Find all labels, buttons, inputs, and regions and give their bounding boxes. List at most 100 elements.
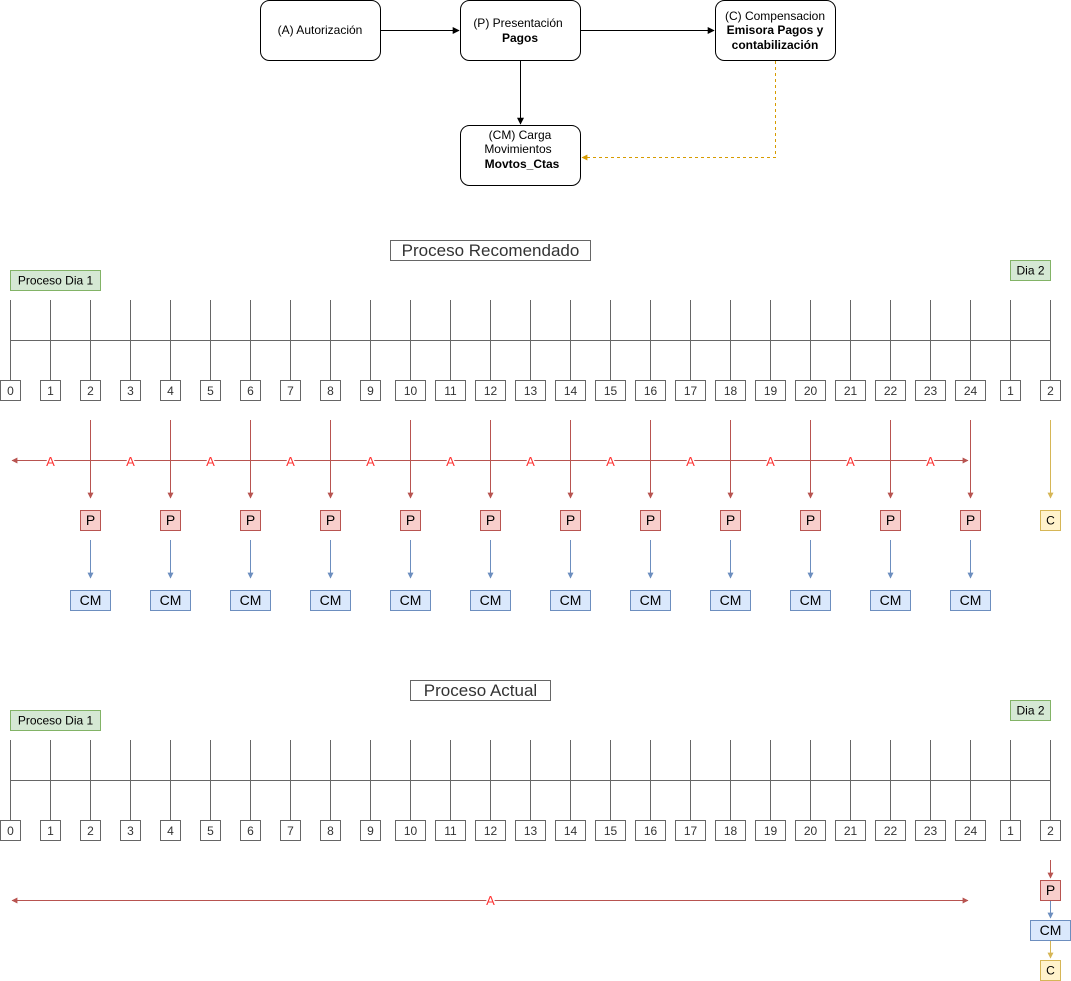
recomendado-hour-label: 7	[287, 384, 294, 398]
recomendado-hour-box	[80, 380, 101, 401]
recomendado-hour-box	[595, 380, 626, 401]
recomendado-hour-label: 6	[247, 384, 254, 398]
recomendado-p-label: P	[886, 512, 895, 528]
recomendado-hour-label: 20	[804, 384, 818, 398]
recomendado-cm-box	[790, 590, 831, 611]
recomendado-cm-label: CM	[960, 592, 982, 608]
autorizacion-box	[260, 0, 381, 61]
recomendado-title: Proceso Recomendado	[402, 241, 580, 260]
actual-hour-box	[320, 820, 341, 841]
recomendado-p-box	[640, 510, 661, 531]
presentacion-label: (P) Presentación	[473, 16, 562, 30]
recomendado-hour-label: 24	[964, 384, 978, 398]
recomendado-hour-label: 12	[484, 384, 498, 398]
recomendado-p-box	[560, 510, 581, 531]
recomendado-cm-label: CM	[640, 592, 662, 608]
recomendado-hour-label: 8	[327, 384, 334, 398]
recomendado-hour-label: 0	[7, 384, 14, 398]
actual-hour-box	[80, 820, 101, 841]
recomendado-p-box	[960, 510, 981, 531]
recomendado-cm-box	[150, 590, 191, 611]
recomendado-autorizacion-label: A	[446, 454, 455, 469]
recomendado-hour-box	[395, 380, 426, 401]
actual-hour-label: 5	[207, 824, 214, 838]
recomendado-cm-box	[950, 590, 991, 611]
recomendado-autorizacion-label: A	[46, 454, 55, 469]
recomendado-p-box	[160, 510, 181, 531]
actual-hour-box	[675, 820, 706, 841]
recomendado-hour-box	[120, 380, 141, 401]
presentacion-sublabel: Pagos	[502, 31, 538, 45]
recomendado-p-label: P	[246, 512, 255, 528]
recomendado-p-box	[240, 510, 261, 531]
recomendado-hour-label: 19	[764, 384, 778, 398]
recomendado-cm-box	[390, 590, 431, 611]
actual-hour-label: 14	[564, 824, 578, 838]
actual-hour-label: 2	[1047, 824, 1054, 838]
recomendado-hour-box	[715, 380, 746, 401]
recomendado-cm-label: CM	[160, 592, 182, 608]
recomendado-hour-label: 18	[724, 384, 738, 398]
actual-hour-label: 20	[804, 824, 818, 838]
recomendado-autorizacion-label: A	[206, 454, 215, 469]
recomendado-cm-label: CM	[80, 592, 102, 608]
recomendado-hour-box	[795, 380, 826, 401]
recomendado-cm-box	[710, 590, 751, 611]
recomendado-day2-label: Dia 2	[1016, 264, 1044, 278]
recomendado-hour-box	[160, 380, 181, 401]
recomendado-hour-box	[515, 380, 546, 401]
recomendado-hour-label: 4	[167, 384, 174, 398]
recomendado-hour-label: 1	[1007, 384, 1014, 398]
recomendado-p-label: P	[806, 512, 815, 528]
compensacion-box	[715, 0, 836, 61]
compensacion-sublabel-2: contabilización	[732, 38, 819, 52]
recomendado-hour-box	[675, 380, 706, 401]
recomendado-hour-box	[1040, 380, 1061, 401]
recomendado-p-label: P	[726, 512, 735, 528]
actual-hour-box	[40, 820, 61, 841]
recomendado-hour-box	[915, 380, 946, 401]
actual-p-box	[1040, 880, 1061, 901]
recomendado-cm-label: CM	[880, 592, 902, 608]
actual-hour-label: 1	[1007, 824, 1014, 838]
recomendado-hour-label: 11	[444, 384, 457, 398]
actual-day1-badge	[10, 710, 101, 731]
actual-hour-label: 16	[644, 824, 658, 838]
recomendado-cm-label: CM	[560, 592, 582, 608]
recomendado-cm-box	[470, 590, 511, 611]
recomendado-hour-label: 3	[127, 384, 134, 398]
recomendado-day2-badge	[1010, 260, 1051, 281]
recomendado-hour-box	[0, 380, 21, 401]
actual-hour-label: 3	[127, 824, 134, 838]
recomendado-hour-label: 9	[367, 384, 374, 398]
actual-hour-label: 9	[367, 824, 374, 838]
recomendado-autorizacion-label: A	[526, 454, 535, 469]
recomendado-hour-box	[755, 380, 786, 401]
recomendado-p-box	[80, 510, 101, 531]
actual-hour-box	[1040, 820, 1061, 841]
recomendado-autorizacion-label: A	[606, 454, 615, 469]
carga-label-2: Movimientos	[484, 142, 551, 156]
recomendado-hour-label: 17	[684, 384, 698, 398]
actual-hour-label: 15	[604, 824, 618, 838]
recomendado-cm-box	[230, 590, 271, 611]
recomendado-hour-box	[200, 380, 221, 401]
actual-hour-label: 8	[327, 824, 334, 838]
recomendado-hour-label: 21	[844, 384, 858, 398]
actual-hour-box	[635, 820, 666, 841]
actual-c-label: C	[1046, 964, 1055, 978]
actual-hour-label: 7	[287, 824, 294, 838]
recomendado-hour-box	[555, 380, 586, 401]
actual-hour-box	[1000, 820, 1021, 841]
actual-hour-box	[555, 820, 586, 841]
actual-day1-label: Proceso Dia 1	[18, 714, 94, 728]
recomendado-p-box	[800, 510, 821, 531]
actual-hour-box	[0, 820, 21, 841]
actual-hour-box	[360, 820, 381, 841]
recomendado-autorizacion-label: A	[686, 454, 695, 469]
recomendado-p-label: P	[326, 512, 335, 528]
actual-hour-label: 6	[247, 824, 254, 838]
